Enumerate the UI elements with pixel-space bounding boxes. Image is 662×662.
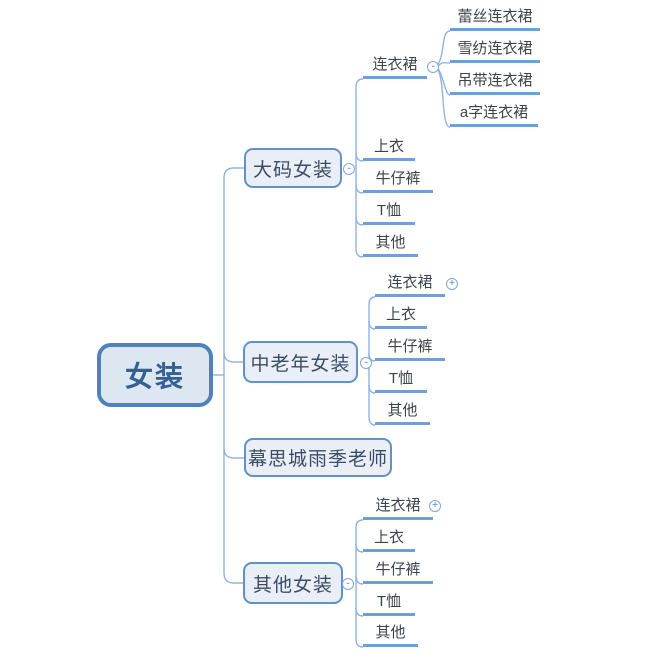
branch-node-middle-aged[interactable]: 中老年女装 (243, 341, 358, 383)
leaf-node-lace-dress[interactable]: 蕾丝连衣裙 (450, 7, 540, 31)
root-node[interactable]: 女装 (97, 343, 213, 407)
child-node-tshirt[interactable]: T恤 (363, 201, 415, 225)
child-node-top[interactable]: 上衣 (375, 305, 427, 329)
connector-main-trunk (223, 167, 244, 584)
connector-branch-2 (223, 351, 243, 363)
child-node-tshirt[interactable]: T恤 (375, 369, 427, 393)
child-node-top[interactable]: 上衣 (363, 528, 415, 552)
connector-branch-3 (223, 447, 244, 459)
child-node-tshirt[interactable]: T恤 (363, 592, 415, 616)
child-node-top[interactable]: 上衣 (363, 137, 415, 161)
branch-node-plus-size[interactable]: 大码女装 (244, 148, 342, 188)
leaf-node-chiffon-dress[interactable]: 雪纺连衣裙 (450, 39, 540, 63)
child-node-dress[interactable]: 连衣裙 (363, 496, 433, 520)
child-node-other[interactable]: 其他 (363, 623, 418, 647)
collapse-icon[interactable]: - (343, 163, 355, 175)
connector-fan-leaves (437, 30, 451, 65)
collapse-icon[interactable]: - (360, 357, 372, 369)
leaf-node-strap-dress[interactable]: 吊带连衣裙 (450, 71, 540, 95)
leaf-node-aline-dress[interactable]: a字连衣裙 (450, 103, 538, 127)
branch-node-teacher[interactable]: 幕思城雨季老师 (244, 438, 392, 477)
child-node-jeans[interactable]: 牛仔裤 (363, 169, 433, 193)
child-node-dress[interactable]: 连衣裙 (375, 273, 445, 297)
collapse-icon[interactable]: - (427, 61, 439, 73)
child-node-jeans[interactable]: 牛仔裤 (363, 560, 433, 584)
branch-node-other-womens[interactable]: 其他女装 (243, 562, 343, 604)
connector-trunk-c (355, 519, 364, 648)
child-node-other[interactable]: 其他 (375, 401, 430, 425)
connector-trunk-a (355, 78, 364, 258)
child-node-dress[interactable]: 连衣裙 (363, 55, 427, 79)
expand-icon[interactable]: + (429, 500, 441, 512)
expand-icon[interactable]: + (446, 278, 458, 290)
child-node-other[interactable]: 其他 (363, 233, 418, 257)
collapse-icon[interactable]: - (342, 578, 354, 590)
child-node-jeans[interactable]: 牛仔裤 (375, 337, 445, 361)
